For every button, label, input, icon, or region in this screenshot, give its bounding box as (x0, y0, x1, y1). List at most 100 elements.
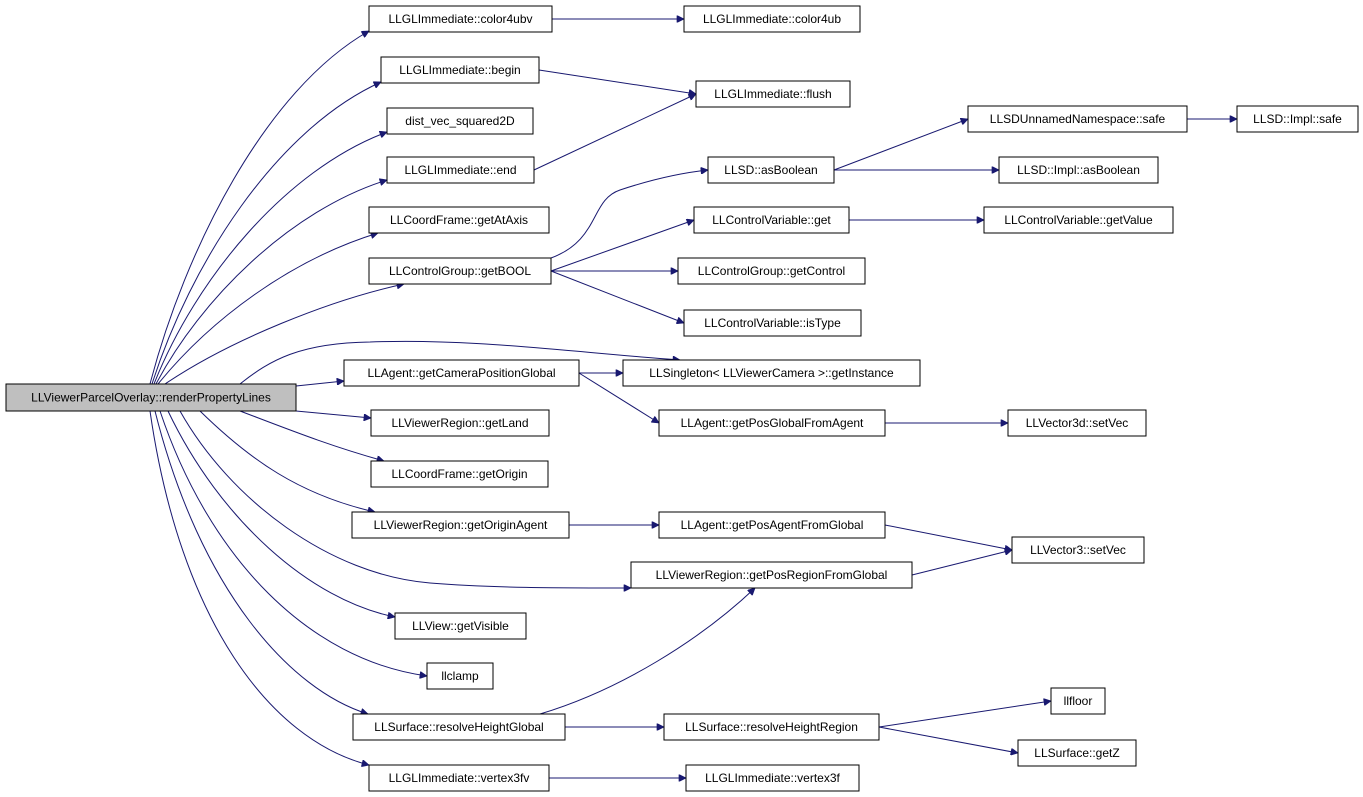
node-color4ub[interactable]: LLGLImmediate::color4ub (683, 5, 861, 33)
edge-resolveHeightGlobal-to-getPosRegionFromGlobal (539, 588, 755, 715)
edge-resolveHeightRegion-to-getZ (878, 726, 1018, 753)
node-label: LLVector3::setVec (1030, 543, 1126, 557)
node-vertex3f[interactable]: LLGLImmediate::vertex3f (685, 764, 860, 792)
node-getControl[interactable]: LLControlGroup::getControl (677, 257, 866, 285)
node-label: LLView::getVisible (412, 619, 509, 633)
node-label: LLSingleton< LLViewerCamera >::getInstan… (649, 366, 894, 380)
node-box (685, 764, 860, 792)
node-flush[interactable]: LLGLImmediate::flush (695, 80, 851, 108)
node-label: LLControlVariable::get (712, 213, 831, 227)
node-box (1007, 409, 1147, 437)
edge-root-to-getBOOL (164, 284, 404, 385)
edge-root-to-end (155, 180, 387, 385)
node-impl_asBoolean[interactable]: LLSD::Impl::asBoolean (998, 156, 1159, 184)
edge-getPosRegionFromGlobal-to-v3_setVec (911, 550, 1012, 576)
edge-root-to-getInstance (239, 340, 680, 385)
node-label: LLSurface::resolveHeightRegion (685, 720, 858, 734)
node-box (370, 409, 550, 437)
node-label: LLSurface::getZ (1034, 746, 1119, 760)
node-v3d_setVec[interactable]: LLVector3d::setVec (1007, 409, 1147, 437)
node-getOrigin[interactable]: LLCoordFrame::getOrigin (370, 460, 549, 488)
node-label: llfloor (1064, 694, 1093, 708)
node-label: LLCoordFrame::getAtAxis (390, 213, 528, 227)
edge-begin-to-flush (538, 69, 696, 94)
node-box (1017, 739, 1137, 767)
edge-getCameraPositionGlobal-to-getPosGlobalFromAgent (578, 372, 659, 424)
node-getBOOL[interactable]: LLControlGroup::getBOOL (368, 257, 552, 285)
edge-root-to-resolveHeightGlobal (154, 410, 368, 714)
node-cv_getValue[interactable]: LLControlVariable::getValue (983, 206, 1174, 234)
node-label: LLSD::Impl::safe (1253, 112, 1342, 126)
node-vertex3fv[interactable]: LLGLImmediate::vertex3fv (368, 764, 550, 792)
node-label: LLControlVariable::isType (704, 316, 841, 330)
node-box (683, 309, 862, 337)
node-box (351, 511, 570, 539)
node-begin[interactable]: LLGLImmediate::begin (380, 56, 540, 84)
node-box (658, 511, 886, 539)
node-label: dist_vec_squared2D (405, 114, 515, 128)
node-getAtAxis[interactable]: LLCoordFrame::getAtAxis (368, 206, 550, 234)
node-box (368, 206, 550, 234)
node-label: LLGLImmediate::flush (714, 87, 831, 101)
node-label: LLSurface::resolveHeightGlobal (374, 720, 543, 734)
node-getPosRegionFromGlobal[interactable]: LLViewerRegion::getPosRegionFromGlobal (630, 561, 913, 589)
node-color4ubv[interactable]: LLGLImmediate::color4ubv (368, 5, 553, 33)
edge-root-to-dist_vec (153, 132, 387, 385)
node-llclamp[interactable]: llclamp (426, 662, 494, 690)
node-isType[interactable]: LLControlVariable::isType (683, 309, 862, 337)
node-getZ[interactable]: LLSurface::getZ (1017, 739, 1137, 767)
node-llfloor[interactable]: llfloor (1050, 687, 1106, 715)
node-getPosGlobalFromAgent[interactable]: LLAgent::getPosGlobalFromAgent (658, 409, 886, 437)
node-box (983, 206, 1174, 234)
node-box (380, 56, 540, 84)
node-dist_vec[interactable]: dist_vec_squared2D (386, 107, 534, 135)
edge-root-to-vertex3fv (149, 410, 369, 765)
node-box (1011, 536, 1145, 564)
edge-root-to-getOriginAgent (199, 410, 375, 512)
node-box (386, 156, 535, 184)
edge-root-to-color4ubv (149, 30, 369, 385)
edge-root-to-getCameraPositionGlobal (295, 381, 344, 387)
edge-root-to-begin (151, 82, 381, 385)
node-box (998, 156, 1159, 184)
node-box (352, 713, 566, 741)
node-box (658, 409, 886, 437)
node-asBoolean[interactable]: LLSD::asBoolean (707, 156, 835, 184)
node-safe[interactable]: LLSDUnnamedNamespace::safe (967, 105, 1188, 133)
edge-getBOOL-to-asBoolean (550, 170, 708, 259)
node-box (386, 107, 534, 135)
node-box (368, 257, 552, 285)
node-getLand[interactable]: LLViewerRegion::getLand (370, 409, 550, 437)
edge-resolveHeightRegion-to-llfloor (878, 701, 1051, 728)
node-label: LLViewerRegion::getLand (392, 416, 529, 430)
node-box (967, 105, 1188, 133)
node-resolveHeightGlobal[interactable]: LLSurface::resolveHeightGlobal (352, 713, 566, 741)
nodes-layer: LLViewerParcelOverlay::renderPropertyLin… (5, 5, 1359, 792)
node-getOriginAgent[interactable]: LLViewerRegion::getOriginAgent (351, 511, 570, 539)
node-getPosAgentFromGlobal[interactable]: LLAgent::getPosAgentFromGlobal (658, 511, 886, 539)
node-end[interactable]: LLGLImmediate::end (386, 156, 535, 184)
node-v3_setVec[interactable]: LLVector3::setVec (1011, 536, 1145, 564)
node-box (368, 764, 550, 792)
node-impl_safe[interactable]: LLSD::Impl::safe (1236, 105, 1359, 133)
node-cv_get[interactable]: LLControlVariable::get (693, 206, 850, 234)
node-box (5, 383, 297, 412)
node-resolveHeightRegion[interactable]: LLSurface::resolveHeightRegion (663, 713, 880, 741)
edges-layer (149, 19, 1237, 778)
node-root[interactable]: LLViewerParcelOverlay::renderPropertyLin… (5, 383, 297, 412)
node-box (663, 713, 880, 741)
node-label: LLGLImmediate::color4ubv (388, 12, 532, 26)
edge-root-to-getPosRegionFromGlobal (179, 410, 631, 588)
node-label: LLCoordFrame::getOrigin (391, 467, 527, 481)
edge-root-to-getLand (295, 410, 371, 418)
node-getVisible[interactable]: LLView::getVisible (394, 612, 527, 640)
edge-getBOOL-to-cv_get (550, 220, 694, 272)
node-label: LLGLImmediate::color4ub (703, 12, 841, 26)
node-getCameraPositionGlobal[interactable]: LLAgent::getCameraPositionGlobal (343, 359, 580, 387)
node-label: LLControlGroup::getBOOL (389, 264, 531, 278)
node-getInstance[interactable]: LLSingleton< LLViewerCamera >::getInstan… (622, 359, 921, 387)
node-box (695, 80, 851, 108)
node-label: LLSD::asBoolean (724, 163, 817, 177)
node-box (343, 359, 580, 387)
